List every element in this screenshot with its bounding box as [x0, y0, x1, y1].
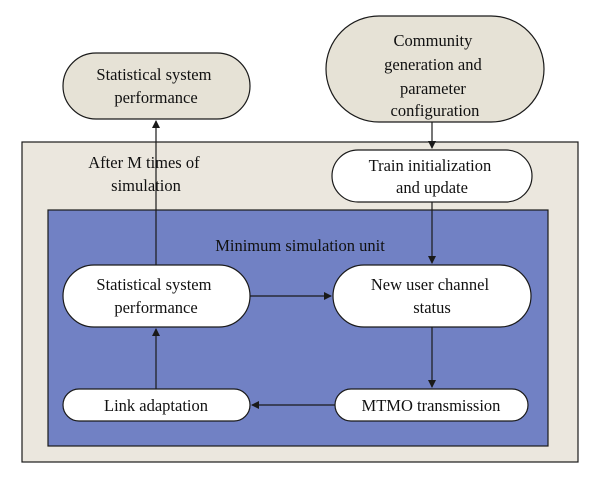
- statistical-performance-top-node: [62, 52, 251, 120]
- community-generation-label: Community generation and parameter confi…: [384, 31, 486, 120]
- link-adaptation-line-1: Link adaptation: [104, 396, 208, 415]
- community-generation-line-3: parameter: [400, 79, 466, 98]
- mtmo-transmission-line-1: MTMO transmission: [362, 396, 501, 415]
- after-m-times-label: After M times of simulation: [88, 153, 203, 195]
- link-adaptation-label: Link adaptation: [104, 396, 208, 415]
- train-initialization-line-2: and update: [396, 178, 468, 197]
- mtmo-transmission-label: MTMO transmission: [362, 396, 501, 415]
- after-m-times-line-2: simulation: [111, 176, 181, 195]
- statistical-inner-label: Statistical system performance: [96, 275, 215, 317]
- statistical-top-line-2: performance: [114, 88, 197, 107]
- community-generation-line-1: Community: [394, 31, 474, 50]
- after-m-times-line-1: After M times of: [88, 153, 200, 172]
- new-user-channel-label: New user channel status: [371, 275, 493, 317]
- new-user-channel-line-1: New user channel: [371, 275, 490, 294]
- statistical-inner-line-2: performance: [114, 298, 197, 317]
- statistical-top-label: Statistical system performance: [96, 65, 215, 107]
- community-generation-node: [325, 15, 545, 123]
- train-initialization-line-1: Train initialization: [369, 156, 492, 175]
- statistical-top-line-1: Statistical system: [96, 65, 211, 84]
- community-generation-line-4: configuration: [391, 101, 480, 120]
- minimum-unit-label: Minimum simulation unit: [215, 236, 385, 255]
- new-user-channel-line-2: status: [413, 298, 451, 317]
- community-generation-line-2: generation and: [384, 55, 482, 74]
- statistical-inner-line-1: Statistical system: [96, 275, 211, 294]
- train-initialization-label: Train initialization and update: [369, 156, 496, 197]
